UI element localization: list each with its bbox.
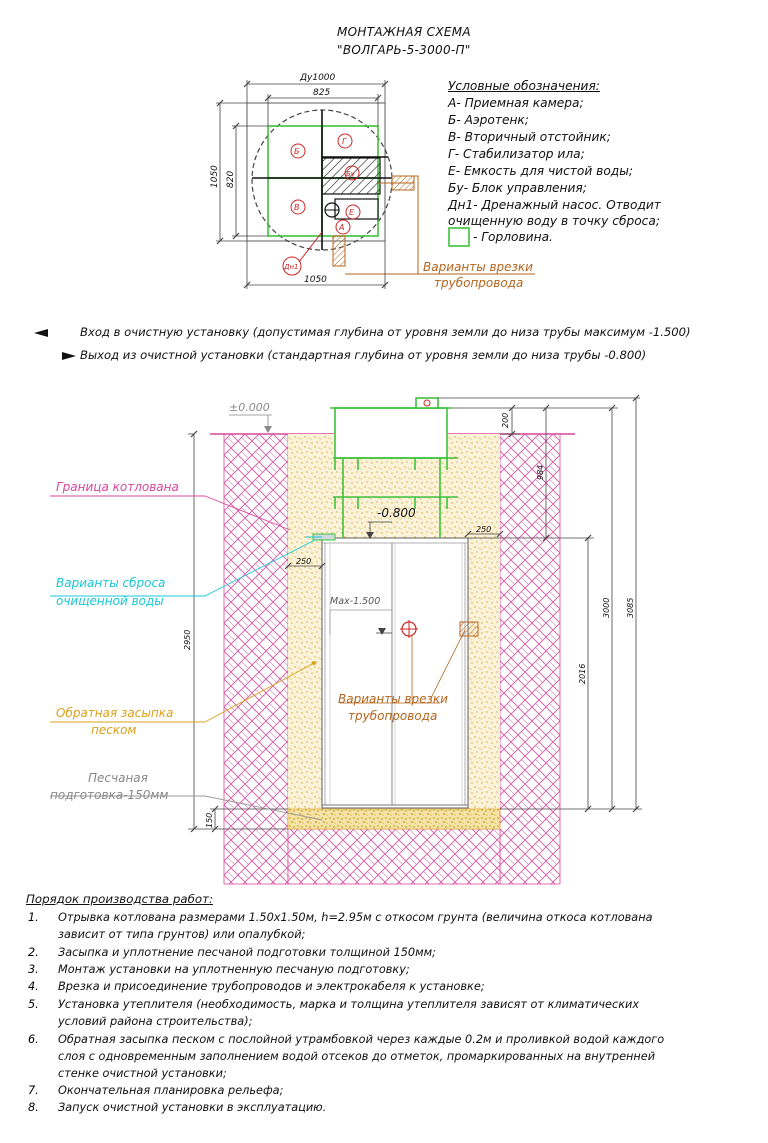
works-item-line: Врезка и присоединение трубопроводов и э…	[58, 980, 485, 993]
lid-box	[334, 407, 448, 459]
plan-tank-e	[334, 198, 379, 220]
dim-250-right: 250	[476, 525, 491, 534]
works-item-line: стенке очистной установки;	[58, 1067, 227, 1080]
inlet-arrow-icon	[34, 329, 48, 337]
outlet-note: Выход из очистной установки (стандартная…	[80, 348, 647, 362]
works-item-line: Запуск очистной установки в эксплуатацию…	[58, 1101, 327, 1114]
plan-control-block	[321, 157, 381, 195]
dim-2950: 2950	[183, 630, 192, 650]
legend-item: А- Приемная камера;	[448, 96, 584, 110]
title-line-2: "ВОЛГАРЬ-5-3000-П"	[337, 43, 471, 57]
label-sand-1: Песчаная	[88, 771, 148, 785]
label-discharge-1: Варианты сброса	[56, 576, 166, 590]
works-item-num: 7.	[28, 1084, 39, 1097]
plan-dim-du: Ду1000	[299, 73, 336, 83]
dim-2016: 2016	[578, 664, 587, 684]
soil-bottom	[287, 828, 501, 885]
sand-bed	[287, 808, 501, 830]
legend-neck-label: - Горловина.	[473, 230, 553, 244]
level-zero: ±0.000	[229, 401, 270, 414]
works-item-num: 8.	[28, 1101, 39, 1114]
works-item-num: 1.	[28, 911, 39, 924]
dim-250-left: 250	[296, 557, 311, 566]
dim-3000: 3000	[602, 598, 611, 618]
plan-dim-1050-left: 1050	[210, 165, 220, 188]
legend-item: Б- Аэротенк;	[448, 113, 529, 127]
soil-left	[223, 433, 289, 885]
control-unit-top	[415, 397, 439, 409]
legend-item: Бу- Блок управления;	[448, 181, 587, 195]
label-sand-2: подготовка-150мм	[50, 788, 169, 802]
dim-150: 150	[205, 813, 214, 828]
plan-pipe-label-2: трубопровода	[434, 276, 524, 290]
label-pipe-section-2: трубопровода	[348, 709, 438, 723]
label-backfill-1: Обратная засыпка	[56, 706, 174, 720]
works-item-num: 6.	[28, 1033, 39, 1046]
label-pit-border: Граница котлована	[56, 480, 179, 494]
section-view-drawing: 200 984 3000 3085 2016 2950 150 250 250	[50, 394, 642, 885]
inlet-note: Вход в очистную установку (допустимая гл…	[80, 325, 691, 339]
legend-item: Г- Стабилизатор ила;	[448, 147, 585, 161]
plan-view-drawing: Ду1000 825 1050 820 1050 Б Г В Е А Бу Дн…	[210, 73, 535, 289]
svg-text:Бу: Бу	[346, 170, 356, 178]
legend-item: Дн1- Дренажный насос. Отводит	[448, 198, 661, 212]
legend-item: Е- Емкость для чистой воды;	[448, 164, 633, 178]
svg-text:Дн1: Дн1	[283, 263, 299, 271]
works-item-num: 4.	[28, 980, 39, 993]
works-item-line: Отрывка котлована размерами 1.50х1.50м, …	[58, 911, 653, 924]
level-outlet: -0.800	[377, 506, 416, 520]
legend-heading: Условные обозначения:	[448, 79, 600, 93]
works-item-line: условий района строительства);	[58, 1015, 253, 1028]
works-item-num: 5.	[28, 998, 39, 1011]
plan-outer-frame	[246, 102, 386, 242]
level-max: Max-1.500	[330, 596, 381, 607]
dim-3085: 3085	[626, 598, 635, 618]
svg-text:Г: Г	[342, 137, 347, 146]
label-backfill-2: песком	[91, 723, 137, 737]
legend-item: В- Вторичный отстойник;	[448, 130, 611, 144]
title-line-1: МОНТАЖНАЯ СХЕМА	[337, 25, 471, 39]
works-item-num: 3.	[28, 963, 39, 976]
legend-item: очищенную воду в точку сброса;	[448, 214, 660, 228]
svg-text:Б: Б	[294, 147, 300, 156]
dim-200: 200	[501, 413, 510, 428]
plan-dim-820: 820	[226, 171, 236, 188]
works-item-line: слоя с одновременным заполнением водой о…	[58, 1050, 656, 1063]
plan-dim-825: 825	[313, 88, 330, 98]
works-item-line: Окончательная планировка рельефа;	[58, 1084, 284, 1097]
works-heading: Порядок производства работ:	[26, 892, 213, 906]
soil-right	[499, 433, 561, 885]
label-pipe-section-1: Варианты врезки	[338, 692, 448, 706]
svg-text:А: А	[338, 223, 344, 232]
control-vent-icon	[423, 399, 431, 407]
plan-pipe-label-1: Варианты врезки	[423, 260, 533, 274]
works-item-line: зависит от типа грунтов) или опалубкой;	[58, 928, 306, 941]
label-discharge-2: очищенной воды	[56, 594, 164, 608]
works-item-line: Засыпка и уплотнение песчаной подготовки…	[58, 946, 436, 959]
inlet-pipe-side	[459, 621, 479, 637]
svg-text:В: В	[294, 203, 300, 212]
works-item-line: Монтаж установки на уплотненную песчаную…	[58, 963, 410, 976]
legend-neck-square	[448, 227, 470, 247]
plan-pipe-bottom	[332, 235, 346, 267]
svg-text:Е: Е	[349, 208, 355, 217]
works-item-num: 2.	[28, 946, 39, 959]
outlet-arrow-icon	[62, 352, 76, 360]
works-item-line: Обратная засыпка песком с послойной утра…	[58, 1033, 665, 1046]
dim-984: 984	[536, 465, 545, 480]
works-item-line: Установка утеплителя (необходимость, мар…	[58, 998, 640, 1011]
plan-dim-1050-bottom: 1050	[304, 275, 327, 285]
